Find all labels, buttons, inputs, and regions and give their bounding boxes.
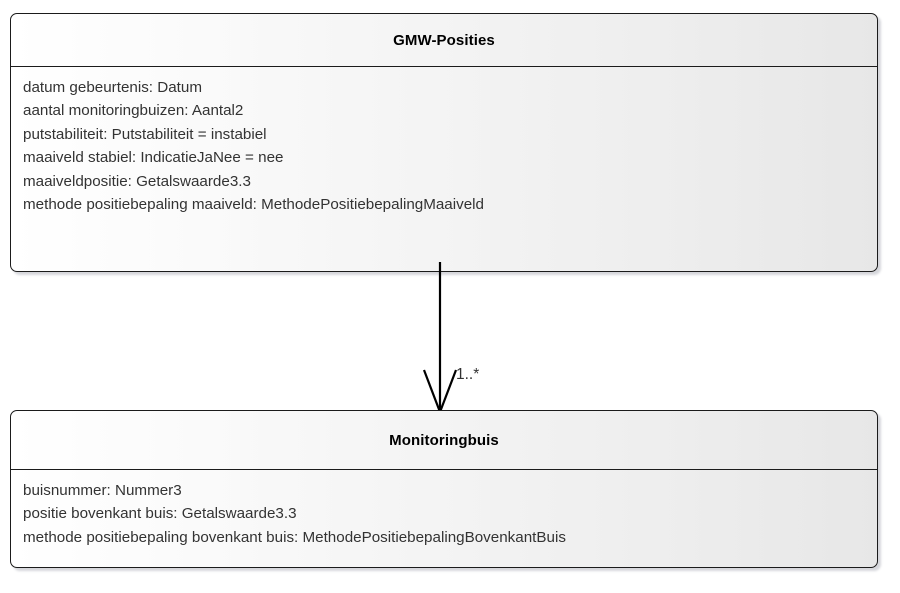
uml-class-header-monitoringbuis: Monitoringbuis [11,411,877,470]
uml-attribute-row: maaiveldpositie: Getalswaarde3.3 [23,172,251,190]
uml-attribute-row: buisnummer: Nummer3 [23,482,182,499]
uml-attribute-row: datum gebeurtenis: Datum [23,79,202,96]
uml-class-monitoringbuis[interactable]: Monitoringbuis buisnummer: Nummer3 posit… [10,410,878,568]
uml-attribute-row: maaiveld stabiel: IndicatieJaNee = nee [23,149,284,167]
uml-attribute-row: positie bovenkant buis: Getalswaarde3.3 [23,505,297,523]
uml-attribute-row: aantal monitoringbuizen: Aantal2 [23,102,244,120]
uml-class-gmw-posities[interactable]: GMW-Posities datum gebeurtenis: Datum aa… [10,13,878,272]
uml-attribute-compartment-monitoringbuis: buisnummer: Nummer3 positie bovenkant bu… [11,470,877,557]
association-connector [422,262,458,416]
uml-class-header-gmw-posities: GMW-Posities [11,14,877,67]
multiplicity-label-target: 1..* [456,366,480,383]
uml-attribute-row: methode positiebepaling maaiveld: Method… [23,196,484,214]
uml-attribute-compartment-gmw-posities: datum gebeurtenis: Datum aantal monitori… [11,67,877,224]
uml-attribute-row: methode positiebepaling bovenkant buis: … [23,528,566,546]
uml-class-title-monitoringbuis: Monitoringbuis [389,431,499,449]
uml-attribute-row: putstabiliteit: Putstabiliteit = instabi… [23,125,267,143]
uml-class-title-gmw-posities: GMW-Posities [393,31,495,49]
arrowhead-open-v-icon [422,369,458,416]
